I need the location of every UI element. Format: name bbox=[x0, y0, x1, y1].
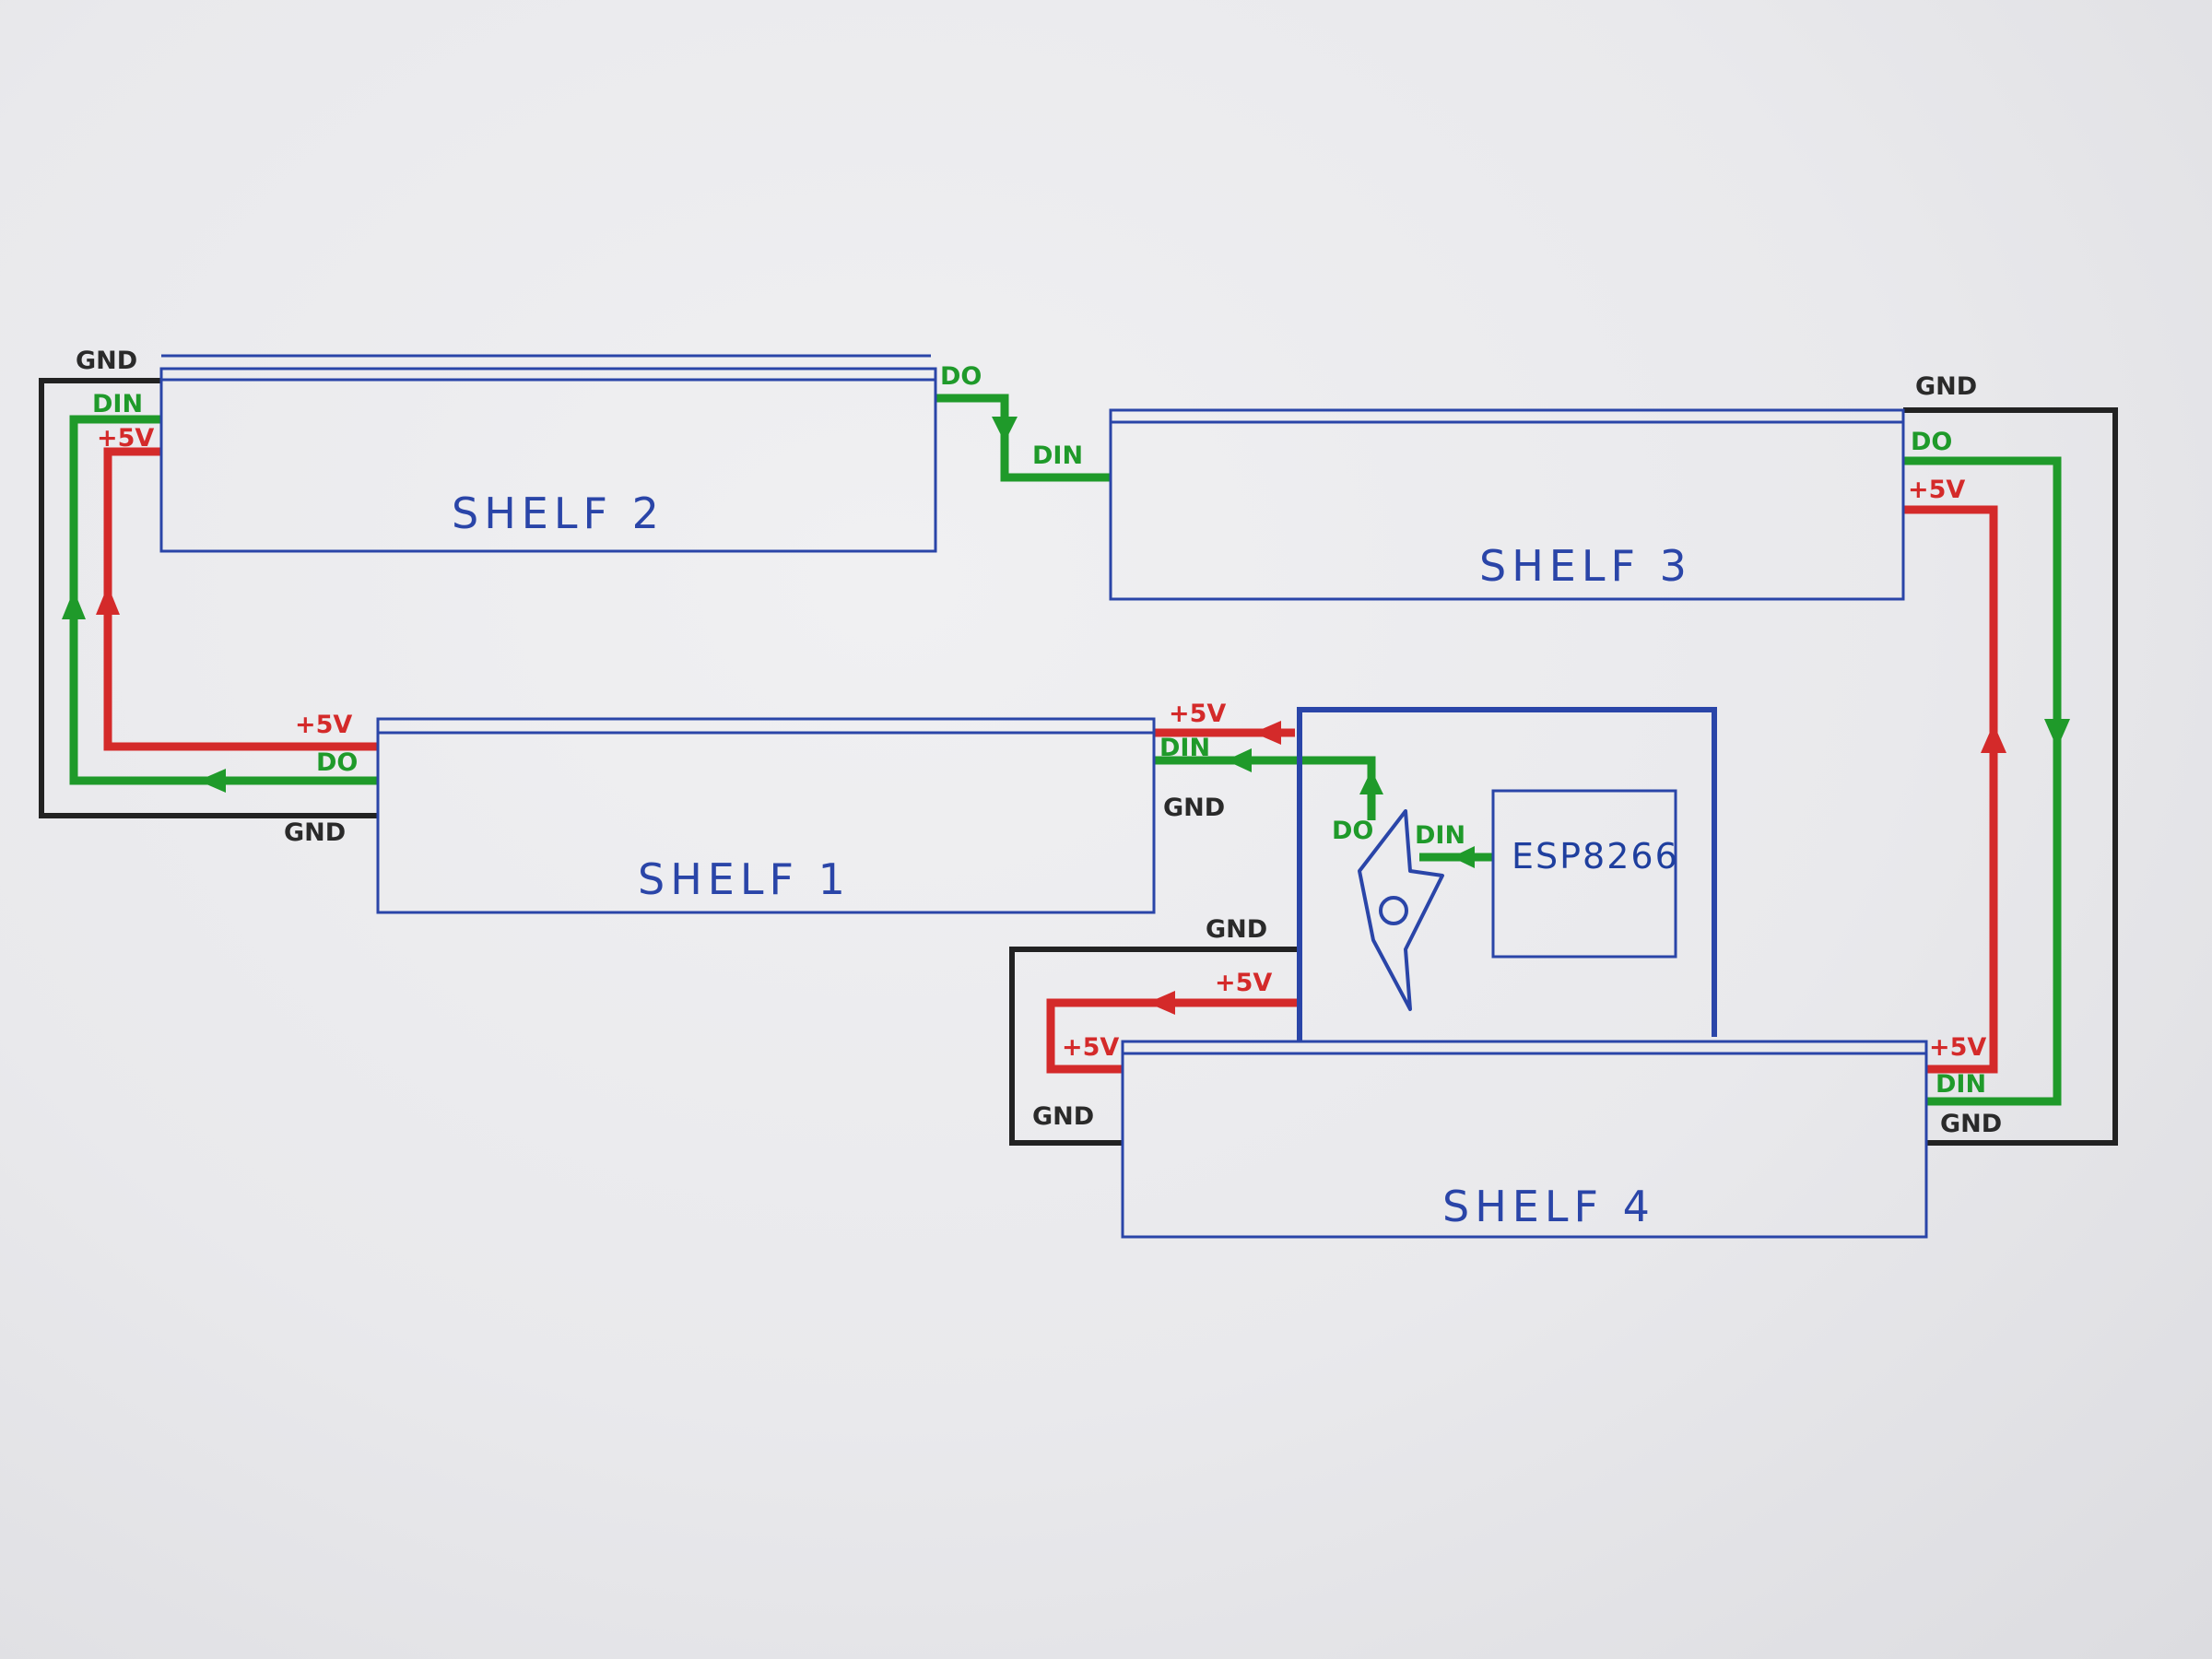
arrow-red-left-shelf1 bbox=[1253, 721, 1281, 745]
shelf-2-label: SHELF 2 bbox=[452, 488, 665, 538]
level-shifter-circle-icon bbox=[1379, 896, 1408, 925]
shelf-1-do-pin: DO bbox=[316, 748, 358, 777]
shifter-do-pin: DO bbox=[1332, 817, 1373, 845]
power-wire-shelf4-shelf3 bbox=[1903, 505, 1998, 1074]
shelf-1-plus5v-left-pin: +5V bbox=[295, 711, 352, 739]
ground-wire-shelf4-controller bbox=[1009, 947, 1300, 1146]
arrow-green-left-shelf1-din bbox=[1226, 748, 1252, 772]
shelf-2-gnd-pin: GND bbox=[76, 347, 137, 375]
shelf-4-gnd-top-pin: GND bbox=[1206, 915, 1267, 944]
data-wire-shelf3-shelf4 bbox=[1903, 456, 2062, 1106]
shelf-2-plus5v-pin: +5V bbox=[97, 424, 154, 453]
arrow-green-up-left bbox=[62, 590, 86, 619]
arrow-green-up-shifter bbox=[1359, 770, 1383, 794]
arrow-red-up-right bbox=[1981, 724, 2006, 753]
shelf-1-box bbox=[376, 717, 1156, 914]
arrow-red-left-shelf4 bbox=[1147, 991, 1175, 1015]
shelf-4-plus5v-top-pin: +5V bbox=[1215, 969, 1272, 997]
shelf-3-box bbox=[1109, 408, 1905, 601]
controller-enclosure-outline bbox=[1297, 707, 1717, 1041]
arrow-green-down-shelf2 bbox=[992, 417, 1018, 442]
shelf-4-din-right-pin: DIN bbox=[1936, 1070, 1986, 1099]
data-wire-shelf2-shelf3 bbox=[935, 394, 1111, 482]
shelf-3-gnd-pin: GND bbox=[1915, 372, 1977, 401]
ground-wire-shelf2-shelf1 bbox=[39, 378, 378, 818]
shelf-3-do-pin: DO bbox=[1911, 428, 1952, 456]
wire-arrows bbox=[62, 417, 2070, 1015]
shelf-4-gnd-right-pin: GND bbox=[1940, 1110, 2002, 1138]
arrow-green-left-shelf1 bbox=[198, 769, 226, 793]
shelf-3-label: SHELF 3 bbox=[1479, 541, 1692, 591]
shelf-1-gnd-right-pin: GND bbox=[1163, 794, 1225, 822]
shelf-2-din-pin: DIN bbox=[92, 390, 143, 418]
power-wires bbox=[103, 447, 1998, 1074]
shelf-1-gnd-left-pin: GND bbox=[284, 818, 346, 847]
shelf-4-box bbox=[1121, 1040, 1928, 1239]
shelf-2-do-pin: DO bbox=[940, 362, 982, 391]
power-wire-shelf1-shelf2 bbox=[103, 447, 378, 751]
shelf-3-din-pin: DIN bbox=[1032, 441, 1083, 470]
ground-wire-shelf3-shelf4 bbox=[1903, 407, 2118, 1146]
shelf-4 bbox=[1121, 1040, 1928, 1239]
shelf-4-gnd-left-pin: GND bbox=[1032, 1102, 1094, 1131]
arrow-red-up-left bbox=[96, 585, 120, 615]
controller-enclosure bbox=[1297, 707, 1717, 1041]
shelf-4-plus5v-right-pin: +5V bbox=[1929, 1033, 1986, 1062]
shelf-1-din-right-pin: DIN bbox=[1159, 734, 1210, 762]
shelf-3 bbox=[1109, 408, 1905, 601]
shifter-din-pin: DIN bbox=[1415, 821, 1465, 850]
ground-wires bbox=[39, 378, 2118, 1146]
shelf-1-plus5v-right-pin: +5V bbox=[1169, 700, 1226, 728]
arrow-green-down-right bbox=[2044, 719, 2070, 748]
esp8266-label: ESP8266 bbox=[1512, 836, 1679, 877]
shelf-4-label: SHELF 4 bbox=[1442, 1182, 1655, 1231]
arrow-green-left-esp bbox=[1452, 846, 1475, 868]
shelf-1-label: SHELF 1 bbox=[638, 854, 851, 904]
shelf-4-plus5v-left-pin: +5V bbox=[1062, 1033, 1119, 1062]
esp8266-module bbox=[1491, 789, 1677, 959]
shelf-2-box bbox=[159, 367, 937, 553]
shelf-3-plus5v-pin: +5V bbox=[1908, 476, 1965, 504]
shelf-1 bbox=[376, 717, 1156, 914]
level-shifter-icon bbox=[1358, 809, 1444, 1011]
shelf-2 bbox=[159, 354, 937, 553]
